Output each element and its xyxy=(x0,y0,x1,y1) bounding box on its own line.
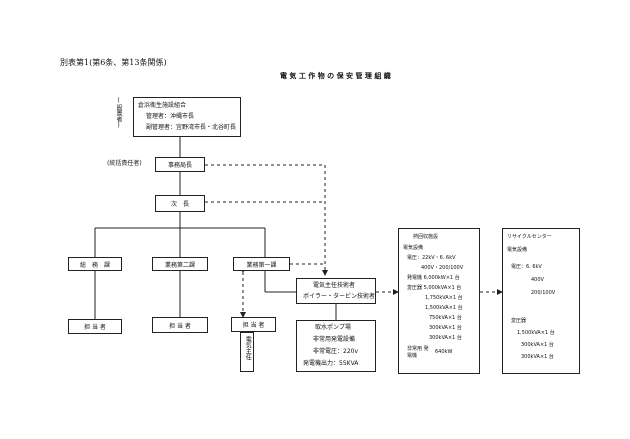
staff-general-box: 担 当 者 xyxy=(68,319,122,334)
union-name: 倉浜衛生施設組合 xyxy=(138,102,187,109)
recycle-voltage: 電圧：6. 6kV xyxy=(511,264,542,270)
page-title: 電 気 工 作 物 の 保 安 管 理 組 織 xyxy=(280,72,391,80)
boiler-engineer-label: ボイラー・タービン技術者 xyxy=(303,293,376,300)
chief-engineer-box: 電気主任技術者 ボイラー・タービン技術者 xyxy=(296,278,376,304)
staff-1-box: 担 当 者 xyxy=(231,317,276,332)
heat-line-5: 1,500kVA×1 台 xyxy=(425,305,463,311)
heat-line-0: 電圧：22kV・6. 6kV xyxy=(407,255,456,261)
pump-line-3: 発電機出力：55KVA xyxy=(303,360,359,367)
dept-general-box: 総 務 課 xyxy=(68,257,122,271)
page-ref: 別表第1(第6条、第13条関係) xyxy=(60,58,167,67)
pump-line-2: 非常電圧：220v xyxy=(313,348,359,355)
recycle-transformer-label: 変圧器 xyxy=(511,318,527,324)
responsible-label: (統括責任者) xyxy=(107,160,142,167)
pump-station-box: 取水ポンプ場 非常用発電設備 非常電圧：220v 発電機出力：55KVA xyxy=(296,320,376,372)
recycle-t1: 1,500kVA×1 台 xyxy=(517,330,555,336)
heat-line-6: 750kVA×1 台 xyxy=(429,315,462,321)
electrical-chief-vertical-label: 電気主任 xyxy=(244,336,252,360)
heat-emergency-value: 640kW xyxy=(435,349,453,355)
heat-line-2: 発電機 6,000kW×1 台 xyxy=(407,275,460,281)
staff-2-box: 担 当 者 xyxy=(152,317,208,333)
recycle-center-box: リサイクルセンター 電気設備 電圧：6. 6kV 400V 200/100V 変… xyxy=(502,228,580,374)
heat-line-1: 400V・200/100V xyxy=(421,265,464,271)
director-box: 事務局長 xyxy=(155,157,205,172)
heat-facility-section: 電気設備 xyxy=(403,245,424,251)
vice-director-box: 次 長 xyxy=(155,195,205,212)
electrical-chief-vertical-box: 電気主任 xyxy=(240,332,254,372)
heat-line-4: 1,750kVA×1 台 xyxy=(425,295,463,301)
recycle-t3: 300kVA×1 台 xyxy=(521,354,554,360)
recycle-v2: 400V xyxy=(531,277,544,283)
heat-line-3: 変圧器 5,000kVA×1 台 xyxy=(407,285,462,291)
heat-facility-box: 熱回収施設 電気設備 電圧：22kV・6. 6kV 400V・200/100V … xyxy=(398,228,480,374)
heat-line-8: 300kVA×1 台 xyxy=(429,335,462,341)
dept-1-box: 業務第一課 xyxy=(233,257,290,271)
union-manager: 管理者：沖縄市長 xyxy=(146,113,195,120)
recycle-title: リサイクルセンター xyxy=(507,234,552,240)
union-deputy: 副管理者：宜野湾市長・北谷町長 xyxy=(146,124,237,131)
heat-emergency-label: 非常用 発電機 xyxy=(407,346,429,359)
heat-line-7: 300kVA×1 台 xyxy=(429,325,462,331)
setter-label: (設置者) xyxy=(115,97,122,129)
dept-2-box: 業務第二課 xyxy=(152,257,208,271)
pump-title: 取水ポンプ場 xyxy=(315,324,351,331)
recycle-t2: 300kVA×1 台 xyxy=(521,342,554,348)
union-box: 倉浜衛生施設組合 管理者：沖縄市長 副管理者：宜野湾市長・北谷町長 xyxy=(133,97,241,137)
recycle-v3: 200/100V xyxy=(531,290,556,296)
heat-facility-title: 熱回収施設 xyxy=(413,234,439,240)
pump-line-1: 非常用発電設備 xyxy=(313,336,356,343)
chief-engineer-label: 電気主任技術者 xyxy=(313,282,356,289)
recycle-section: 電気設備 xyxy=(507,247,528,253)
